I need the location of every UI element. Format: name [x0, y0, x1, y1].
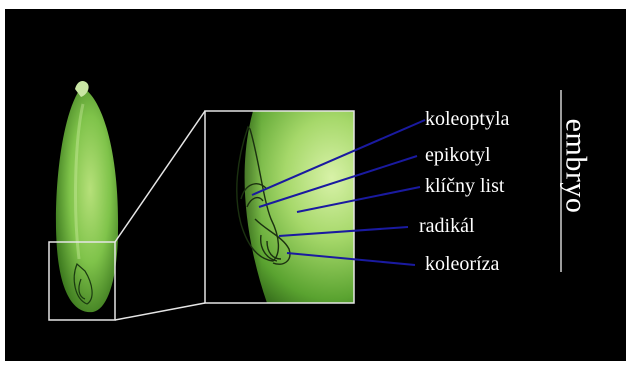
zoom-panel [205, 111, 354, 303]
label-radikal: radikál [419, 214, 475, 238]
embryo-group-label: embryo [558, 119, 592, 214]
embryo-group-label-wrap: embryo [530, 121, 620, 211]
label-koleoptyla: koleoptyla [425, 107, 509, 131]
label-koleoriza: koleoríza [425, 252, 499, 276]
diagram-canvas: koleoptyla epikotyl klíčny list radikál … [5, 9, 626, 361]
seed-grain [56, 81, 118, 312]
zoom-connector-top [115, 111, 205, 242]
zoom-connector-bottom [115, 303, 205, 320]
seed-body [56, 89, 118, 312]
label-klicny-list: klíčny list [425, 174, 504, 198]
label-epikotyl: epikotyl [425, 143, 491, 167]
